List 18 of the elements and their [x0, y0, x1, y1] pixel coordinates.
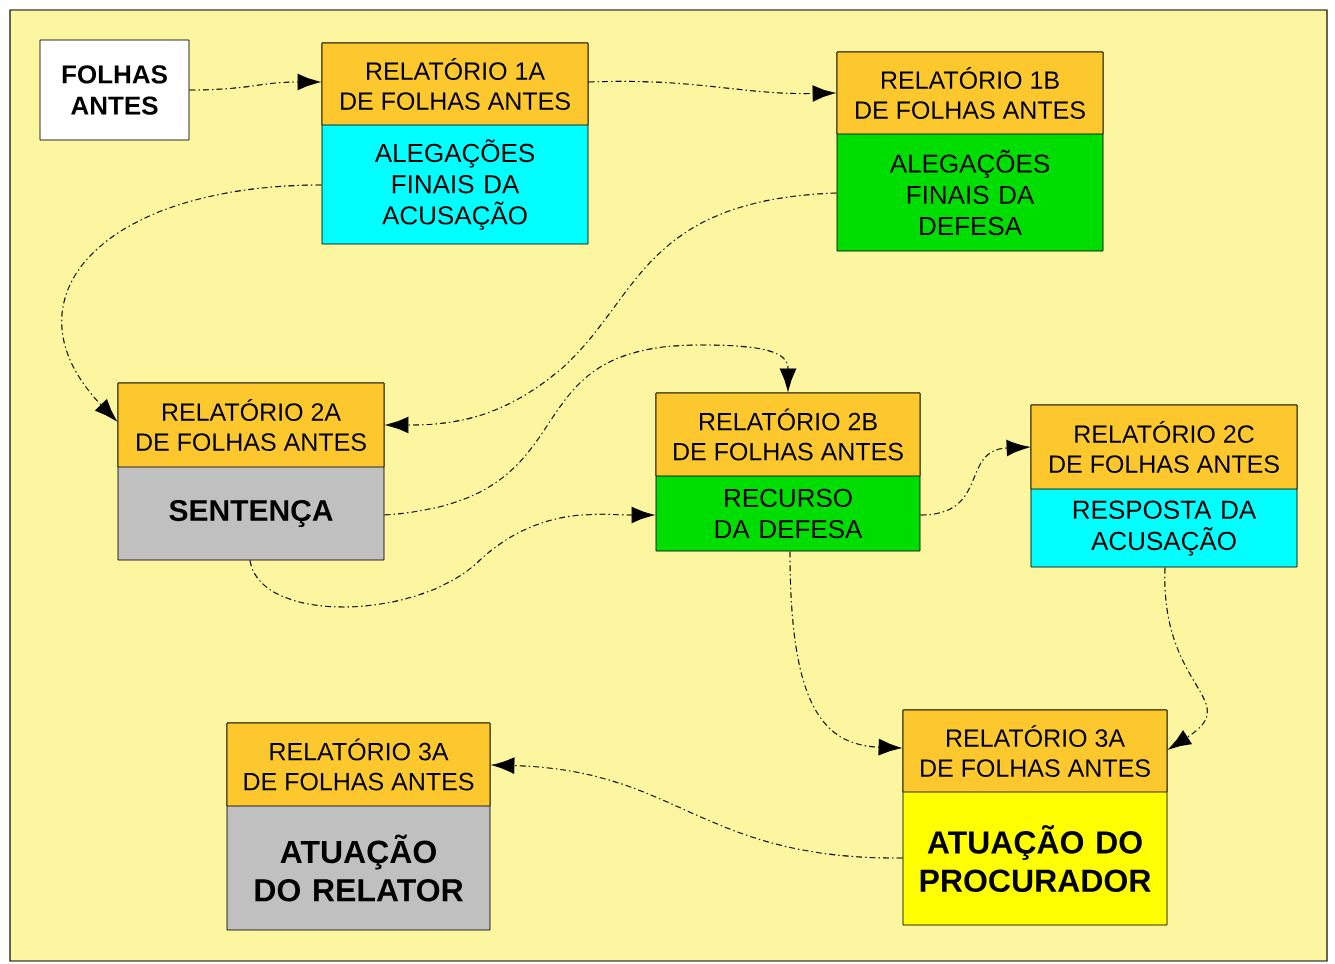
arrow	[249, 506, 654, 608]
arrow	[587, 80, 835, 102]
arrow	[383, 344, 797, 516]
document-box: FOLHAS ANTES	[39, 39, 190, 141]
arrow	[1164, 566, 1208, 750]
report-box: RELATÓRIO 2C DE FOLHAS ANTES RESPOSTA DA ACUSAÇÃO	[1030, 404, 1298, 568]
report-box: RELATÓRIO 2B DE FOLHAS ANTES RECURSO DA DEFESA	[655, 392, 921, 552]
report-box: RELATÓRIO 1B DE FOLHAS ANTES ALEGAÇÕES FINAIS DA DEFESA	[836, 51, 1104, 252]
arrow	[919, 439, 1029, 516]
arrow	[188, 73, 320, 91]
report-box: RELATÓRIO 2A DE FOLHAS ANTES SENTENÇA	[117, 382, 385, 561]
report-box: RELATÓRIO 3A DE FOLHAS ANTES ATUAÇÃO DO PROCURADOR	[902, 709, 1168, 926]
arrow	[61, 184, 323, 421]
arrow	[789, 550, 901, 756]
report-box: RELATÓRIO 1A DE FOLHAS ANTES ALEGAÇÕES FINAIS DA ACUSAÇÃO	[321, 42, 589, 245]
arrow	[386, 192, 838, 434]
arrow	[492, 757, 904, 859]
report-box: RELATÓRIO 3A DE FOLHAS ANTES ATUAÇÃO DO RELATOR	[226, 722, 491, 931]
